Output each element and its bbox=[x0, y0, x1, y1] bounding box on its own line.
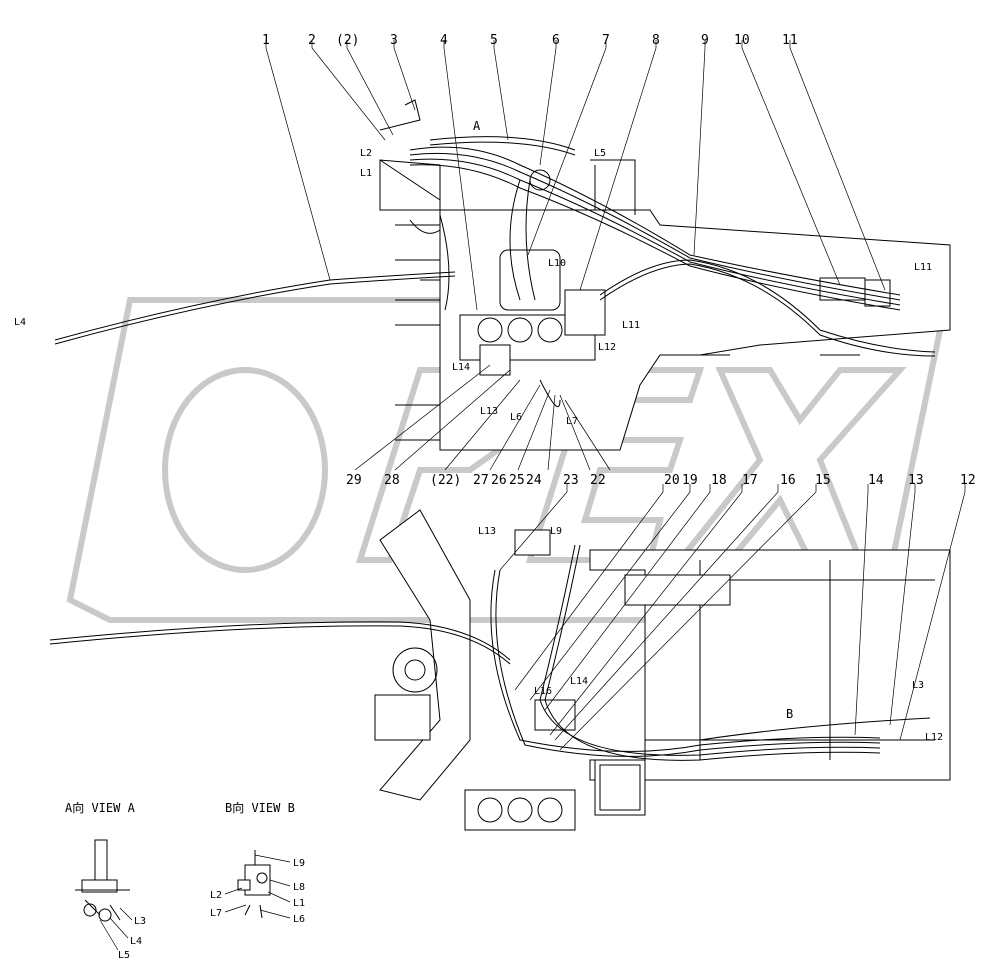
label-l13-bottom: L13 bbox=[478, 526, 496, 537]
label-l14-bottom: L14 bbox=[570, 676, 588, 687]
callout-4: 4 bbox=[440, 33, 448, 48]
label-l5-top: L5 bbox=[594, 148, 606, 159]
callout-3: 3 bbox=[390, 33, 398, 48]
callout-10: 10 bbox=[734, 33, 750, 48]
label-l11b-top: L11 bbox=[914, 262, 932, 273]
label-l9-bottom: L9 bbox=[550, 526, 562, 537]
watermark-text: OPEX bbox=[900, 899, 903, 901]
bottom-view bbox=[49, 484, 966, 831]
view-b-title: B向 VIEW B bbox=[225, 800, 295, 815]
callout-2: 2 bbox=[308, 33, 316, 48]
callout-26: 26 bbox=[491, 473, 507, 488]
view-a-letter: A bbox=[473, 119, 481, 133]
callout-25: 25 bbox=[509, 473, 525, 488]
label-l16-bottom: L16 bbox=[534, 686, 552, 697]
view-b-label-l7: L7 bbox=[210, 908, 222, 919]
view-a-title: A向 VIEW A bbox=[65, 800, 136, 815]
view-b-label-l2: L2 bbox=[210, 890, 222, 901]
callout-16: 16 bbox=[780, 473, 796, 488]
callout-17: 17 bbox=[742, 473, 758, 488]
view-b-letter: B bbox=[786, 707, 793, 721]
callout-11: 11 bbox=[782, 33, 798, 48]
callout-5: 5 bbox=[490, 33, 498, 48]
label-l12-bottom: L12 bbox=[925, 732, 943, 743]
callout-2-paren: (2) bbox=[336, 33, 359, 48]
callout-15: 15 bbox=[815, 473, 831, 488]
callout-14: 14 bbox=[868, 473, 884, 488]
label-l3-bottom: L3 bbox=[912, 680, 924, 691]
label-l13-top: L13 bbox=[480, 406, 498, 417]
view-b-label-l9: L9 bbox=[293, 858, 305, 869]
callout-18: 18 bbox=[711, 473, 727, 488]
view-a-label-l5: L5 bbox=[118, 950, 130, 961]
callout-29: 29 bbox=[346, 473, 362, 488]
callout-9: 9 bbox=[701, 33, 709, 48]
view-a-label-l4: L4 bbox=[130, 936, 142, 947]
callout-22-paren: (22) bbox=[430, 473, 461, 488]
label-l1-top: L1 bbox=[360, 168, 372, 179]
view-b-detail bbox=[224, 850, 291, 919]
callout-22: 22 bbox=[590, 473, 606, 488]
label-l12-top: L12 bbox=[598, 342, 616, 353]
callout-1: 1 bbox=[262, 33, 270, 48]
label-l11a-top: L11 bbox=[622, 320, 640, 331]
view-b-label-l8: L8 bbox=[293, 882, 305, 893]
label-l7-top: L7 bbox=[566, 416, 578, 427]
view-b-label-l6: L6 bbox=[293, 914, 305, 925]
callout-24: 24 bbox=[526, 473, 542, 488]
label-l14-top: L14 bbox=[452, 362, 470, 373]
callout-20: 20 bbox=[664, 473, 680, 488]
label-l2-top: L2 bbox=[360, 148, 372, 159]
label-l4-top: L4 bbox=[14, 317, 26, 328]
callout-12: 12 bbox=[960, 473, 976, 488]
label-l6-top: L6 bbox=[510, 412, 522, 423]
callout-7: 7 bbox=[602, 33, 610, 48]
callout-23: 23 bbox=[563, 473, 579, 488]
callout-8: 8 bbox=[652, 33, 660, 48]
label-l10-top: L10 bbox=[548, 258, 566, 269]
callout-13: 13 bbox=[908, 473, 924, 488]
view-a-label-l3: L3 bbox=[134, 916, 146, 927]
view-a-detail bbox=[75, 839, 133, 951]
callout-28: 28 bbox=[384, 473, 400, 488]
callout-27: 27 bbox=[473, 473, 489, 488]
view-b-label-l1: L1 bbox=[293, 898, 305, 909]
top-view bbox=[54, 40, 951, 471]
callout-6: 6 bbox=[552, 33, 560, 48]
callout-19: 19 bbox=[682, 473, 698, 488]
